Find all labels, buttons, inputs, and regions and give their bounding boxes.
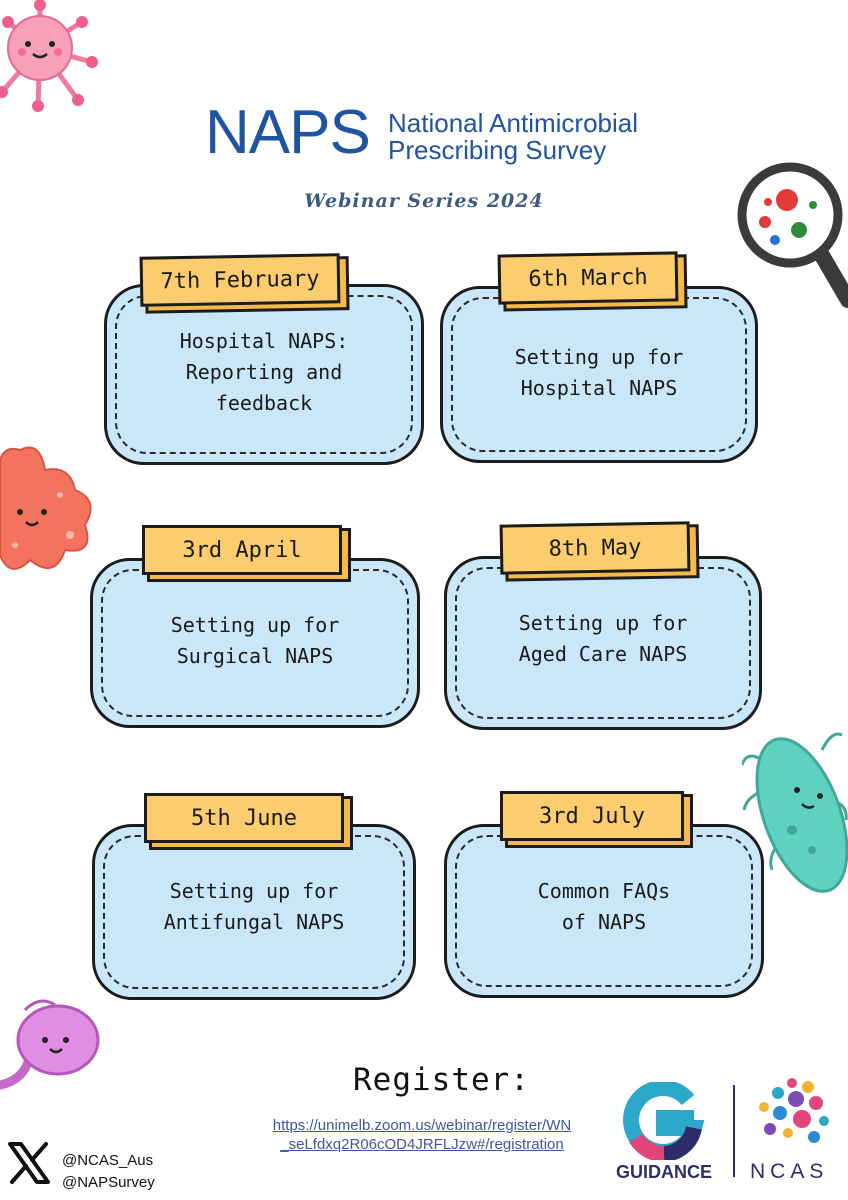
ncas-logo-text: NCAS bbox=[750, 1160, 829, 1183]
session-box bbox=[444, 556, 762, 730]
guidance-logo-icon bbox=[623, 1082, 704, 1160]
session-title: Setting up for Aged Care NAPS bbox=[458, 608, 748, 670]
guidance-logo-text: GUIDANCE bbox=[615, 1162, 712, 1182]
session-box bbox=[440, 286, 758, 463]
social-handle: @NCAS_Aus bbox=[62, 1152, 154, 1169]
social-handle: @NAPSurvey bbox=[62, 1174, 155, 1191]
session-box bbox=[444, 824, 764, 998]
session-title-line: Setting up for bbox=[170, 613, 340, 637]
session-title-line: Aged Care NAPS bbox=[518, 642, 688, 666]
session-box bbox=[92, 824, 416, 1000]
session-title-line: of NAPS bbox=[561, 910, 647, 934]
session-title: Common FAQs of NAPS bbox=[458, 876, 750, 938]
session-card: 8th May Setting up for Aged Care NAPS bbox=[444, 520, 762, 730]
session-box bbox=[104, 284, 424, 465]
session-date-tag: 7th February bbox=[139, 253, 341, 307]
session-title-line: Hospital NAPS: bbox=[179, 329, 349, 353]
social-handles: @NCAS_Aus @NAPSurvey bbox=[62, 1150, 155, 1194]
pink-virus-icon bbox=[0, 0, 98, 112]
logo-abbrev: NAPS bbox=[205, 98, 371, 167]
session-date-tag: 3rd April bbox=[142, 525, 342, 575]
session-title-line: Antifungal NAPS bbox=[163, 910, 345, 934]
session-title-line: Setting up for bbox=[518, 611, 688, 635]
session-title: Hospital NAPS: Reporting and feedback bbox=[118, 326, 410, 419]
logo-fullname: National Antimicrobial Prescribing Surve… bbox=[388, 110, 638, 164]
session-title-line: Setting up for bbox=[514, 345, 684, 369]
session-date-tag: 3rd July bbox=[500, 791, 684, 841]
session-title-line: Hospital NAPS bbox=[520, 376, 678, 400]
ncas-logo-icon bbox=[759, 1078, 829, 1143]
teal-bacteria-icon bbox=[742, 732, 848, 893]
session-card: 3rd April Setting up for Surgical NAPS bbox=[90, 522, 420, 728]
session-card: 3rd July Common FAQs of NAPS bbox=[444, 788, 764, 998]
session-date-tag: 6th March bbox=[497, 251, 679, 305]
session-card: 5th June Setting up for Antifungal NAPS bbox=[92, 790, 416, 1000]
session-title: Setting up for Surgical NAPS bbox=[104, 610, 406, 672]
session-date-tag: 8th May bbox=[499, 521, 691, 575]
magnifier-germs-icon bbox=[737, 162, 848, 308]
purple-microbe-icon bbox=[0, 999, 100, 1090]
session-date-tag: 5th June bbox=[144, 793, 344, 843]
session-title: Setting up for Antifungal NAPS bbox=[106, 876, 402, 938]
session-card: 6th March Setting up for Hospital NAPS bbox=[440, 250, 758, 463]
register-heading: Register: bbox=[353, 1062, 530, 1098]
session-title-line: Surgical NAPS bbox=[176, 644, 334, 668]
x-logo-icon bbox=[8, 1142, 50, 1184]
naps-logo: NAPS National Antimicrobial Prescribing … bbox=[205, 100, 685, 170]
series-title: Webinar Series 2024 bbox=[304, 190, 544, 212]
registration-link[interactable]: https://unimelb.zoom.us/webinar/register… bbox=[262, 1116, 582, 1154]
logo-line-1: National Antimicrobial bbox=[388, 108, 639, 138]
registration-link-line-1[interactable]: https://unimelb.zoom.us/webinar/register… bbox=[272, 1117, 572, 1134]
orange-amoeba-icon bbox=[0, 446, 92, 570]
session-card: 7th February Hospital NAPS: Reporting an… bbox=[104, 252, 424, 465]
logo-divider bbox=[733, 1085, 735, 1177]
session-title-line: feedback bbox=[215, 391, 313, 415]
registration-link-line-2[interactable]: _seLfdxq2R06cOD4JRFLJzw#/registration bbox=[280, 1136, 564, 1153]
session-title: Setting up for Hospital NAPS bbox=[454, 342, 744, 404]
session-title-line: Reporting and bbox=[185, 360, 343, 384]
session-title-line: Setting up for bbox=[169, 879, 339, 903]
session-title-line: Common FAQs bbox=[537, 879, 671, 903]
logo-line-2: Prescribing Survey bbox=[388, 135, 607, 165]
